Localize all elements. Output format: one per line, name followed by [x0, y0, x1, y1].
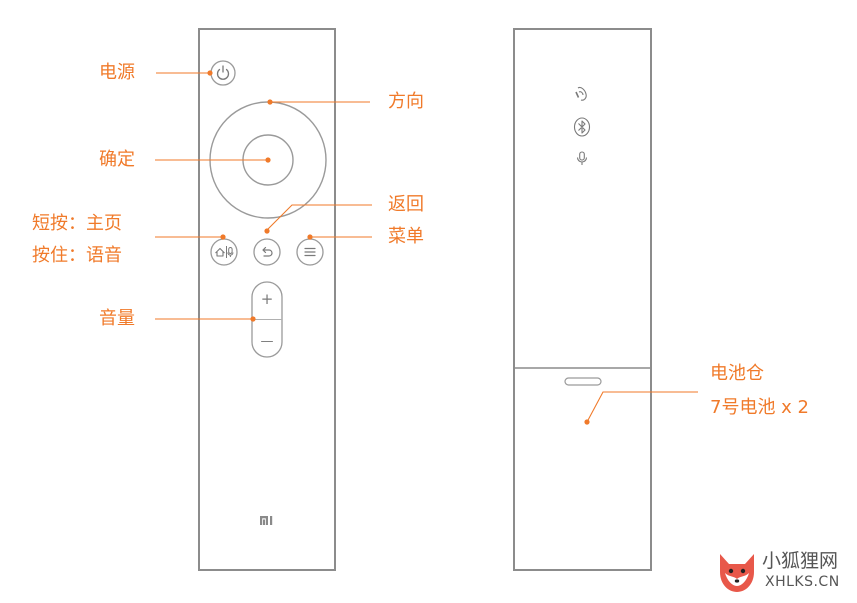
- power-label: 电源: [99, 62, 135, 83]
- remote-back: [513, 28, 652, 571]
- back-label: 返回: [388, 194, 424, 215]
- home-voice-button: [210, 238, 238, 266]
- battery-compartment-label: 电池仓: [710, 363, 764, 384]
- battery-cover-latch: [564, 377, 602, 386]
- volume-rocker: + —: [251, 281, 283, 358]
- confirm-label: 确定: [99, 149, 135, 170]
- back-icon: [262, 246, 273, 257]
- home-icon: [215, 247, 225, 257]
- watermark-domain: XHLKS.CN: [765, 574, 840, 590]
- menu-label: 菜单: [388, 226, 424, 247]
- battery-type-label: 7号电池 x 2: [710, 397, 809, 418]
- home-short-press-label: 短按：主页: [32, 213, 122, 234]
- remote-front: + —: [198, 28, 336, 571]
- bluetooth-icon: [573, 117, 591, 137]
- volume-plus-icon: +: [261, 290, 274, 308]
- home-long-press-label: 按住：语音: [32, 245, 122, 266]
- volume-minus-icon: —: [261, 334, 274, 349]
- remote-back-body: [513, 28, 652, 571]
- menu-icon: [304, 247, 316, 257]
- mi-logo: [260, 516, 273, 525]
- fox-logo-icon: [720, 554, 754, 592]
- mic-small-icon: [228, 247, 233, 254]
- volume-label: 音量: [99, 308, 135, 329]
- direction-label: 方向: [388, 91, 424, 112]
- watermark-name: 小狐狸网: [762, 550, 839, 572]
- microphone-icon: [576, 151, 588, 165]
- voice-search-icon: [575, 86, 587, 101]
- menu-button: [296, 238, 324, 266]
- back-button: [253, 238, 281, 266]
- power-button: [210, 60, 236, 86]
- power-icon: [216, 68, 230, 80]
- callout-lines: [155, 72, 698, 423]
- callout-dots: [207, 70, 590, 425]
